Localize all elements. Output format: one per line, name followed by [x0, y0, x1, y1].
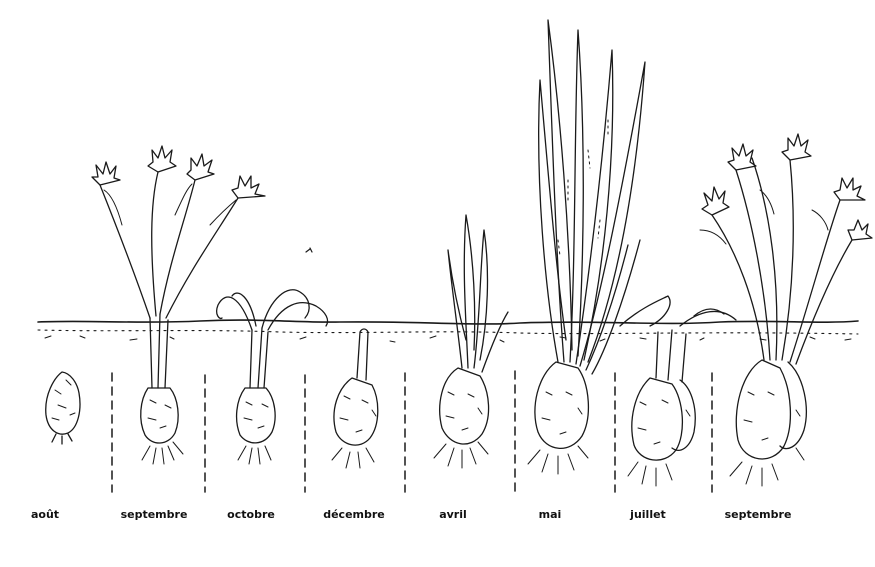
plant-september-flowering-again	[700, 134, 872, 486]
plant-september-flowering	[92, 146, 265, 464]
month-label-septembre-1: septembre	[121, 508, 188, 521]
month-label-septembre-2: septembre	[725, 508, 792, 521]
plant-december-shoot	[332, 329, 378, 468]
month-label-avril: avril	[439, 508, 467, 521]
plant-july-new-corms	[620, 296, 736, 486]
month-label-mai: mai	[539, 508, 562, 521]
corm-august	[46, 372, 80, 444]
stage-separators	[112, 371, 712, 492]
plant-may-tall-leaves	[528, 20, 645, 474]
month-label-aout: août	[31, 508, 59, 521]
plant-april-leaves	[434, 215, 508, 468]
month-label-octobre: octobre	[227, 508, 275, 521]
plant-october-wilting	[217, 290, 328, 464]
month-label-decembre: décembre	[323, 508, 385, 521]
soil-surface	[38, 320, 858, 342]
month-label-juillet: juillet	[630, 508, 666, 521]
